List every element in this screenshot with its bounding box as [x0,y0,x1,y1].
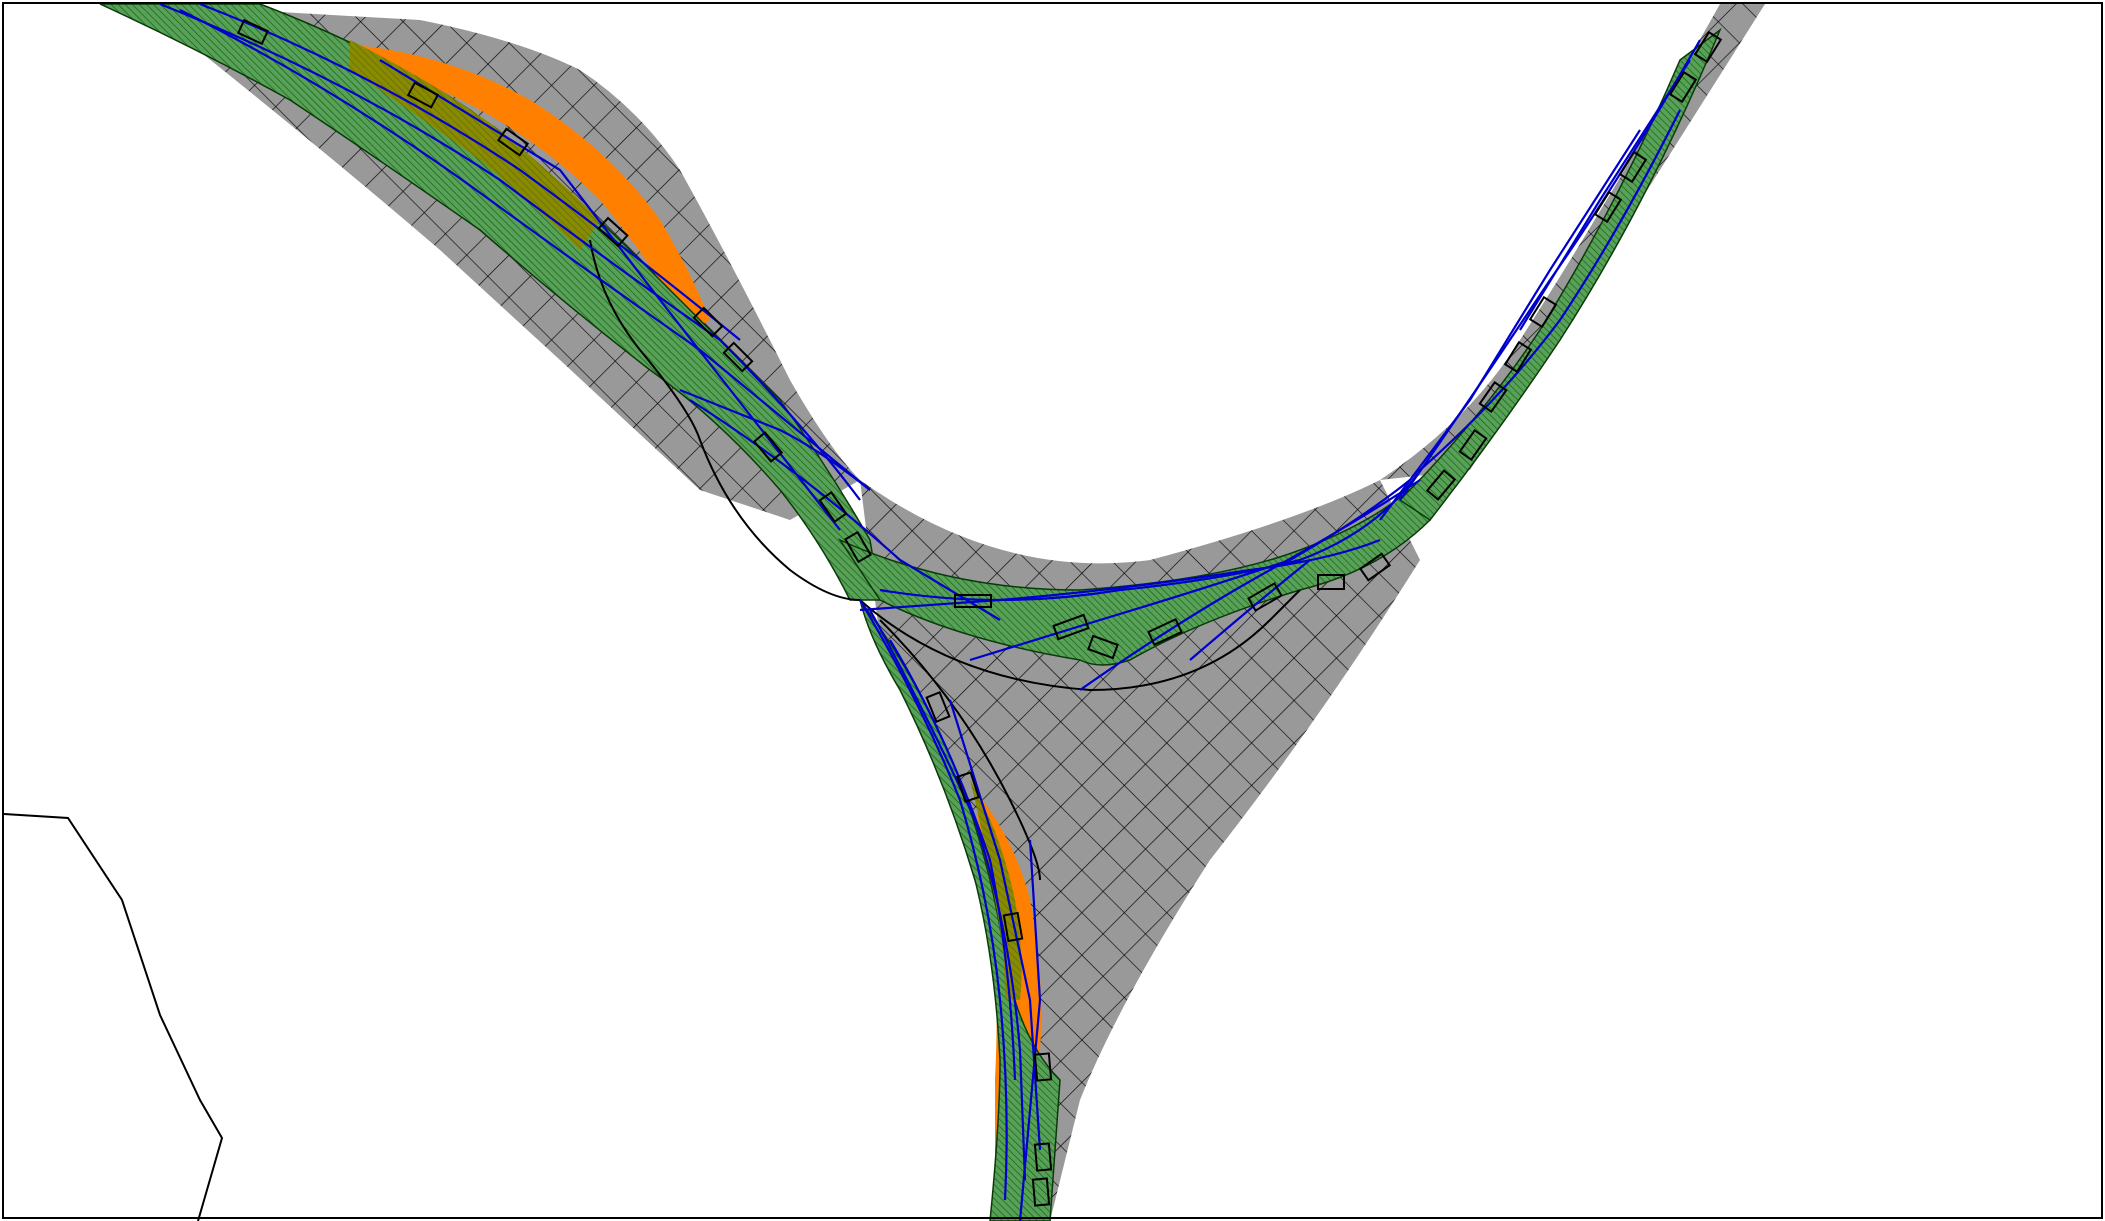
drivable-area-junction [860,480,1420,1221]
vehicle-marker [406,81,440,109]
trajectory-layer [159,2,1701,1221]
drivable-area-northeast [1380,4,1765,480]
trajectory-south-5 [889,639,1017,1081]
vehicle-layer [236,18,1723,1207]
vehicle-marker [1033,1052,1053,1082]
road-outline-inner-curve [859,589,1301,692]
vehicle-marker [692,306,724,338]
road-outline-layer [3,239,1301,1221]
vehicle-marker [1458,428,1488,462]
vehicle-marker [1002,911,1024,943]
trajectory-south-4 [1018,839,1042,1221]
vehicle-marker [844,530,872,564]
trajectory-ne-1 [1379,129,1641,521]
trajectory-south-3 [948,699,1042,1151]
vehicle-marker [597,216,629,248]
vehicle-marker [1593,190,1623,224]
vehicle-marker [1503,340,1533,374]
vehicle-marker [818,490,848,524]
vehicle-marker [1425,469,1457,501]
vehicle-marker [1147,617,1183,647]
lanes-layer [99,3,1722,1221]
vehicle-marker [954,594,992,608]
vehicle-marker [1693,30,1723,64]
vehicle-marker [1087,634,1119,660]
vehicle-marker [1528,295,1558,329]
vehicle-marker [1668,70,1698,104]
trajectory-nw-1 [159,2,861,501]
boundary-polyline-southwest [3,813,224,1221]
vehicle-marker [1358,552,1392,582]
vehicle-marker [1618,150,1648,184]
vehicle-marker [1033,1142,1053,1172]
trajectory-cross-1 [679,388,871,491]
trajectory-east-5 [879,109,1681,602]
trajectory-nw-4 [379,59,841,531]
road-outline-south-inner [879,619,1041,881]
trajectory-nw-3 [179,9,871,491]
vehicle-marker [1031,1177,1051,1207]
vehicle-marker [722,341,754,373]
vehicle-marker [752,431,784,463]
vehicle-marker [1317,574,1345,590]
trajectory-east-4 [1189,559,1311,661]
trajectory-ne-3 [1519,59,1691,331]
vehicle-marker [1052,613,1090,641]
trajectory-cross-2 [689,399,1001,621]
vehicle-marker [956,771,980,803]
vehicle-marker [236,18,270,46]
trajectory-south-1 [859,599,1008,1201]
lane-northwest-olive [350,40,600,250]
lane-east-curve [837,478,1431,666]
vehicle-marker [925,691,951,723]
lane-northeast [1398,27,1722,522]
vehicle-marker [1478,380,1508,414]
trajectory-east-3 [1079,479,1421,691]
vehicle-marker [1247,582,1283,612]
vehicle-marker [496,127,530,157]
road-outline-loop [589,239,861,601]
trajectory-east-1 [859,538,1381,612]
trajectory-nw-2 [199,2,741,341]
